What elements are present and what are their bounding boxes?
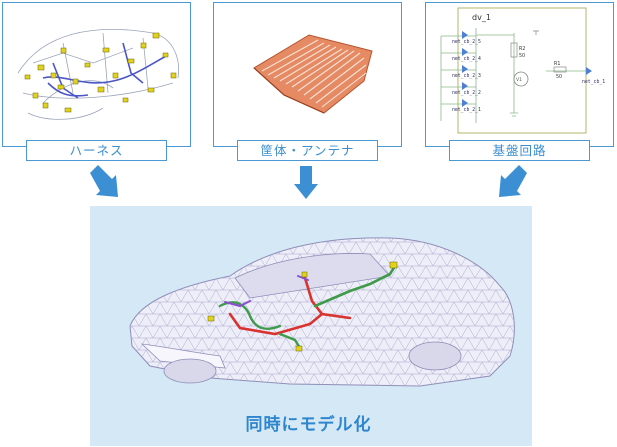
net-label: net_cb_2_2	[452, 90, 481, 96]
output-net-label: net_cb_1	[582, 79, 605, 85]
arrow-down-right-icon	[90, 165, 118, 197]
voltage-source	[513, 71, 529, 87]
simulation-model-panel	[90, 206, 532, 446]
housing-caption: 筐体・アンテナ	[237, 140, 378, 161]
resistor-label: R1	[554, 61, 560, 67]
car-mesh-illustration	[129, 237, 515, 387]
housing-illustration	[253, 34, 373, 114]
schematic-title: dv_1	[472, 13, 491, 22]
arrow-down-icon	[294, 166, 318, 199]
circuit-schematic: dv_1 net_cb_2_5 net_cb_2_4 net_cb_2_3 ne…	[440, 7, 605, 134]
harness-illustration	[17, 28, 180, 120]
resistor-value: 50	[556, 74, 562, 80]
net-label: net_cb_2_1	[452, 107, 481, 113]
harness-panel	[2, 2, 191, 147]
resistor-value: 50	[519, 53, 525, 59]
circuit-caption: 基盤回路	[449, 140, 590, 161]
circuit-panel: dv_1 net_cb_2_5 net_cb_2_4 net_cb_2_3 ne…	[425, 2, 614, 147]
net-label: net_cb_2_5	[452, 39, 481, 45]
arrow-down-left-icon	[499, 165, 527, 197]
net-label: net_cb_2_4	[452, 56, 481, 62]
net-label: net_cb_2_3	[452, 73, 481, 79]
source-label: V1	[516, 77, 522, 83]
harness-caption: ハーネス	[26, 140, 167, 161]
resistor-label: R2	[519, 46, 525, 52]
result-title: 同時にモデル化	[245, 415, 372, 435]
housing-panel	[213, 2, 402, 147]
